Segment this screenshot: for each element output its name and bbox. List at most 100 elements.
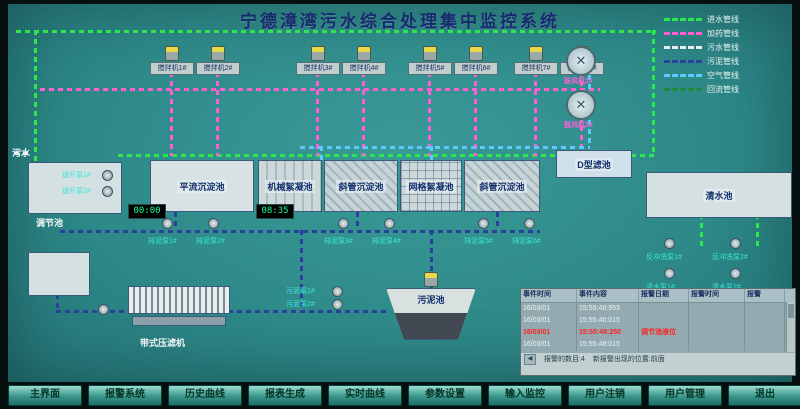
- legend-item: 加药管线: [664, 26, 739, 40]
- alarm-scrollbar[interactable]: [786, 302, 795, 352]
- tank-label: 平流沉淀池: [177, 179, 227, 193]
- pipe-sludge-left-run: [56, 310, 130, 313]
- alarm-header-cell: 事件内容: [577, 289, 639, 302]
- report-generate-button[interactable]: 报表生成: [248, 385, 322, 406]
- exit-button[interactable]: 退出: [728, 385, 800, 406]
- tank-label: 污泥池: [417, 295, 445, 305]
- pipe-dosing-drop-3: [316, 72, 319, 156]
- legend-item: 污泥管线: [664, 54, 739, 68]
- belt-press-rollers: [128, 286, 230, 314]
- pipe-process-flow: [118, 154, 654, 157]
- mixer-icon: [311, 46, 325, 61]
- alarm-cell: [639, 303, 689, 315]
- mixer-label: 搅拌机1#: [150, 62, 194, 75]
- sludge-pump-2-icon: [332, 299, 343, 310]
- legend-line-swatch: [664, 31, 702, 35]
- tank-label: 斜管沉淀池: [477, 179, 527, 193]
- user-logout-button[interactable]: 用户注销: [568, 385, 642, 406]
- alarm-row[interactable]: 16/03/01 15:55:46:015: [521, 315, 795, 327]
- pump-label: 反冲洗泵2#: [712, 254, 748, 261]
- tank-label: 斜管沉淀池: [336, 179, 386, 193]
- pipe-dosing-drop-5: [428, 72, 431, 156]
- sludge-discharge-pump-4-icon: [384, 218, 395, 229]
- blower-1-icon: [566, 46, 596, 76]
- pump-label: 排泥泵5#: [464, 238, 493, 245]
- alarm-cell: 15:55:48:953: [577, 303, 639, 315]
- alarm-cell: [689, 327, 745, 339]
- sludge-discharge-pump-2-icon: [208, 218, 219, 229]
- pipe-inlet-main: [16, 30, 656, 33]
- alarm-row[interactable]: 16/03/01 15:55:48:953: [521, 303, 795, 315]
- tank-grid-flocculation: 网格絮凝池: [400, 160, 462, 212]
- lift-pump-1-icon: [102, 170, 113, 181]
- mixer-icon: [211, 46, 225, 61]
- sludge-discharge-pump-5-icon: [478, 218, 489, 229]
- alarm-cell: 16/03/01: [521, 339, 577, 351]
- lift-pump-1-label: 提升泵1#: [62, 172, 91, 179]
- mixer-unit-3: 搅拌机3#: [296, 46, 340, 75]
- tank-label: D型滤池: [575, 157, 613, 171]
- screw-pump-icon: [98, 304, 109, 315]
- alarm-cell: [639, 315, 689, 327]
- alarm-panel: 事件时间 事件内容 报警日期 报警时间 报警 16/03/01 15:55:48…: [520, 288, 796, 376]
- legend-item: 空气管线: [664, 68, 739, 82]
- alarm-footer: ◀ 报警的数目:4 新报警出现的位置:前面: [521, 353, 795, 365]
- alarm-cell: 15:55:48:015: [577, 339, 639, 351]
- alarm-scroll-left-button[interactable]: ◀: [524, 353, 536, 365]
- legend-label: 进水管线: [707, 14, 739, 24]
- mixer-unit-5: 搅拌机5#: [408, 46, 452, 75]
- tank-regulating-label: 调节池: [36, 218, 64, 228]
- alarm-cell: 16/03/01: [521, 327, 577, 339]
- tank-inclined-tube-2: 斜管沉淀池: [464, 160, 540, 212]
- user-manage-button[interactable]: 用户管理: [648, 385, 722, 406]
- pipe-dosing-drop-4: [362, 72, 365, 156]
- pipe-air-branch-2: [430, 146, 433, 160]
- legend-item: 污水管线: [664, 40, 739, 54]
- tank-sludge-holding: [28, 252, 90, 296]
- alarm-row-active[interactable]: 16/03/01 15:55:48:250 调节池液位: [521, 327, 795, 339]
- pump-label: 清水泵2#: [712, 282, 741, 292]
- legend-label: 污泥管线: [707, 56, 739, 66]
- alarm-position-text: 新报警出现的位置:前面: [592, 356, 665, 363]
- alarm-cell: 15:55:48:250: [577, 327, 639, 339]
- legend-line-swatch: [664, 17, 702, 21]
- alarm-header-cell: 报警: [745, 289, 785, 302]
- clear-water-pump-1-icon: [664, 268, 675, 279]
- alarm-cell: [639, 339, 689, 351]
- history-curve-button[interactable]: 历史曲线: [168, 385, 242, 406]
- sludge-discharge-pump-1-icon: [162, 218, 173, 229]
- pipe-sludge-to-press: [228, 310, 386, 313]
- sludge-discharge-pump-6-icon: [524, 218, 535, 229]
- legend-label: 空气管线: [707, 70, 739, 80]
- alarm-cell: [745, 327, 785, 339]
- pipe-dosing-drop-6: [474, 72, 477, 156]
- parameter-settings-button[interactable]: 参数设置: [408, 385, 482, 406]
- alarm-count-text: 报警的数目:4: [544, 356, 585, 363]
- legend-label: 回流管线: [707, 84, 739, 94]
- mixer-unit-2: 搅拌机2#: [196, 46, 240, 75]
- pipe-air-main: [300, 146, 590, 149]
- backwash-pump-2-icon: [730, 238, 741, 249]
- pump-label: 清水泵1#: [646, 282, 675, 292]
- mixer-label: 搅拌机4#: [342, 62, 386, 75]
- mixer-unit-7: 搅拌机7#: [514, 46, 558, 75]
- legend-label: 污水管线: [707, 42, 739, 52]
- alarm-system-button[interactable]: 报警系统: [88, 385, 162, 406]
- tank-clear-water: 清水池: [646, 172, 792, 218]
- mixer-unit-4: 搅拌机4#: [342, 46, 386, 75]
- pipe-sludge-left-drop: [56, 294, 59, 310]
- realtime-curve-button[interactable]: 实时曲线: [328, 385, 402, 406]
- mixer-label: 搅拌机5#: [408, 62, 452, 75]
- alarm-scrollbar-thumb[interactable]: [788, 304, 794, 318]
- pipe-sludge-riser-1: [174, 212, 177, 230]
- input-monitor-button[interactable]: 输入监控: [488, 385, 562, 406]
- main-screen-button[interactable]: 主界面: [8, 385, 82, 406]
- alarm-cell: 16/03/01: [521, 315, 577, 327]
- backwash-pump-1-icon: [664, 238, 675, 249]
- pipe-dosing-drop-2: [216, 72, 219, 156]
- alarm-table-header: 事件时间 事件内容 报警日期 报警时间 报警: [521, 289, 795, 303]
- pipe-clearwater-out-1: [700, 214, 703, 246]
- alarm-row[interactable]: 16/03/01 15:55:48:015: [521, 339, 795, 351]
- pipe-dosing-drop-7: [534, 72, 537, 156]
